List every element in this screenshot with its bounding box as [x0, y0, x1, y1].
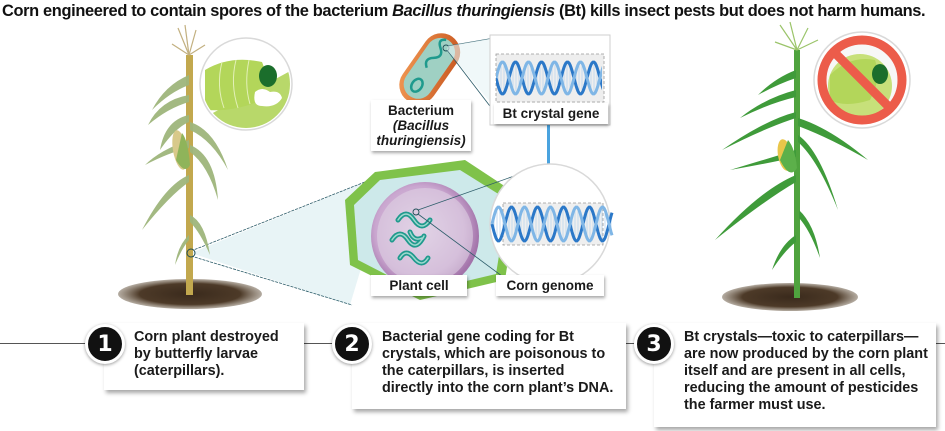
corn-genome-dna [489, 163, 614, 285]
zoom-wedge-stem-to-cell [190, 171, 391, 306]
step-3-text: Bt crystals—toxic to caterpillars—are no… [684, 329, 928, 413]
connector-line [417, 173, 521, 211]
dna-strand [490, 205, 614, 243]
dna-strand [496, 60, 602, 96]
plant-cell-illustration [345, 160, 518, 300]
dna-strand [496, 60, 602, 96]
step-3-box: Bt crystals—toxic to caterpillars—are no… [654, 323, 936, 427]
step-2-badge: 2 [332, 324, 372, 364]
step-1-text: Corn plant destroyed by butterfly larvae… [134, 329, 279, 379]
label-plant-cell: Plant cell [371, 275, 467, 297]
connector-line [446, 49, 497, 115]
label-corn-genome: Corn genome [496, 275, 604, 297]
healthy-corn-plant [715, 21, 868, 311]
connector-line [417, 213, 511, 283]
damaged-corn-plant [118, 24, 262, 309]
figure-title: Corn engineered to contain spores of the… [2, 2, 926, 20]
label-bt-crystal-gene: Bt crystal gene [494, 103, 608, 125]
bacterium-illustration [399, 33, 461, 104]
step-2-text: Bacterial gene coding for Bt crystals, w… [382, 329, 614, 396]
step-1-box: Corn plant destroyed by butterfly larvae… [104, 323, 304, 390]
no-caterpillar-prohibition-icon [813, 31, 911, 129]
step-3-badge: 3 [634, 324, 674, 364]
dna-strand [490, 205, 614, 243]
label-bacterium: Bacterium (Bacillus thuringiensis) [371, 100, 471, 152]
step-1-badge: 1 [85, 324, 125, 364]
step-2-box: Bacterial gene coding for Bt crystals, w… [352, 323, 626, 409]
caterpillar-eating-leaf-icon [199, 37, 293, 131]
soil-mound [722, 283, 858, 311]
